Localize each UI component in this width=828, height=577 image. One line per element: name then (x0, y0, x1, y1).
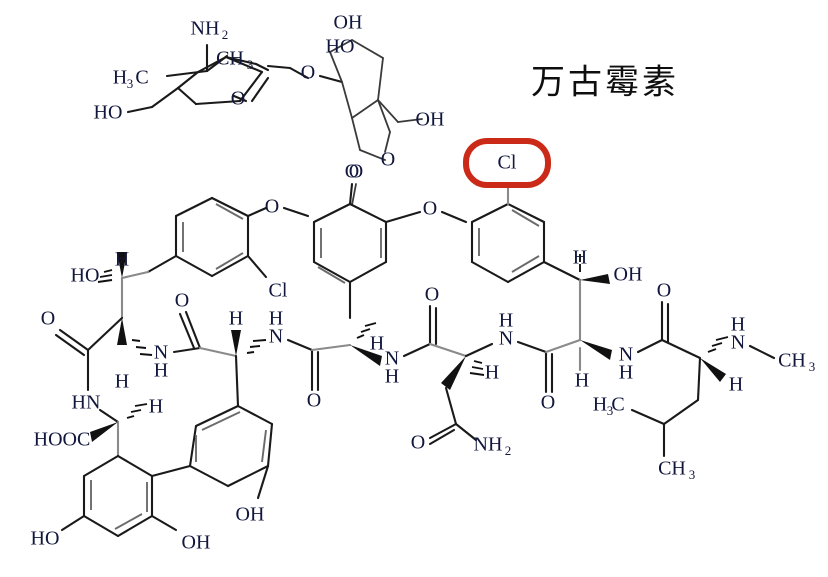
label-h-amide-center-upper: H (269, 308, 283, 330)
wedge-h-leu (700, 358, 726, 382)
label-ether-o-right: O (423, 198, 437, 220)
label-ch3-nmethyl: CH (778, 350, 806, 372)
label-h-mid-left: H (229, 308, 243, 330)
central-ring-group: O O (312, 161, 468, 320)
label-h3c-vancosamine-subscript: 3 (127, 76, 134, 91)
label-hooc: HOOC (34, 429, 91, 451)
label-ch3-vancosamine-subscript: 3 (247, 57, 254, 72)
label-h3c-leu-subscript: 3 (607, 403, 614, 418)
label-h-right-upper: H (573, 247, 587, 269)
wedge-h-mid-left (231, 330, 241, 356)
label-ho-vancosamine: HO (94, 102, 123, 124)
wedge-asn-sidechain (441, 356, 466, 390)
label-glucose-ring-o: O (381, 149, 395, 171)
label-glucose-ch2oh: OH (416, 109, 445, 131)
label-nh2-subscript: 2 (222, 27, 229, 42)
label-oh-biphenyl-left: OH (182, 532, 211, 554)
label-nh2: NH (191, 18, 220, 40)
label-h3c-leu-h: H (593, 394, 607, 416)
label-oh-biphenyl-right: OH (236, 504, 265, 526)
label-oh-right: OH (614, 264, 643, 286)
label-h-amide-left: H (154, 360, 168, 382)
label-chloride-highlighted: Cl (498, 152, 517, 174)
label-ch3-leu-lower: CH (658, 458, 686, 480)
right-stereocenter-group: OH H H N H (573, 247, 643, 392)
label-carbonyl-o-center: O (307, 390, 321, 412)
aryl-ring-left-group: O Cl (146, 196, 310, 302)
biphenyl-ring-left-group: HO OH (31, 454, 211, 554)
label-h3c-vancosamine-carbon: C (135, 67, 148, 89)
asparagine-group: O H O NH 2 (402, 284, 512, 458)
label-ch3-nmethyl-subscript: 3 (809, 359, 816, 374)
label-carbonyl-o-asn-amide: O (411, 432, 425, 454)
label-glucose-oh-top: OH (334, 12, 363, 34)
nmethyl-leucine-group: O H N H CH 3 C H 3 CH 3 (593, 280, 815, 482)
label-h-upper-left: H (115, 249, 129, 271)
label-h-amide-asn: H (385, 366, 399, 388)
central-stereocenter-group: H N H (350, 322, 399, 388)
wedge-oh-right (580, 274, 610, 284)
label-h3c-vancosamine: H (113, 67, 127, 89)
label-h3c-leu: C (611, 394, 624, 416)
label-h-methylamine: H (731, 314, 745, 336)
label-carbonyl-o-leu: O (657, 280, 671, 302)
chloride-highlight-box (463, 138, 551, 188)
label-ether-o-left: O (265, 196, 279, 218)
label-ch3-vancosamine: CH (216, 48, 244, 70)
chloride-highlight-group: Cl (463, 138, 551, 188)
label-glycosidic-o: O (301, 62, 315, 84)
label-h-carboxyl: H (149, 396, 163, 418)
label-carbonyl-o-amide-left: O (175, 290, 189, 312)
label-h-lower-left: H (115, 371, 129, 393)
glycosidic-linkage-group: O (301, 62, 344, 84)
label-nh2-asn: NH (474, 434, 503, 456)
label-nh2-asn-subscript: 2 (505, 443, 512, 458)
label-n-amide-right: N (499, 328, 513, 350)
label-carbonyl-o-right: O (541, 392, 555, 414)
label-glucose-ho: HO (326, 36, 355, 58)
amide-nh-left-group: N H O H (154, 290, 267, 408)
label-h-amide-right-upper: H (499, 310, 513, 332)
label-n-amide-leu: N (619, 344, 633, 366)
label-chloride-left: Cl (269, 280, 288, 302)
aryl-ring-right-group (470, 184, 582, 284)
label-central-ether-o-up: O (345, 161, 359, 183)
carboxyl-stereocenter-group: H HOOC (34, 396, 163, 458)
label-carbonyl-o-asn: O (425, 284, 439, 306)
label-h-leu-alpha: H (729, 374, 743, 396)
label-ring-o-vancosamine: O (231, 88, 245, 110)
label-h-central: H (370, 333, 384, 355)
label-n-amide-left: N (154, 342, 168, 364)
wedge-h-lower-left (117, 318, 127, 345)
amide-nh-right-group: N H O (499, 310, 582, 414)
label-ho-biphenyl-left: HO (31, 528, 60, 550)
label-h-amide-leu: H (619, 362, 633, 384)
glucose-sugar-group: OH HO OH O O (326, 12, 445, 206)
biphenyl-ring-right-group: OH (188, 404, 274, 526)
label-ho-backbone: HO (71, 265, 100, 287)
vancosamine-sugar-group: NH 2 CH 3 H 3 C HO O (94, 18, 310, 124)
label-glucose-anomeric-o: O (349, 161, 363, 183)
label-n-methylamine: N (731, 332, 745, 354)
wedge-h-upper-left (117, 252, 127, 278)
label-ch3-leu-lower-subscript: 3 (689, 467, 696, 482)
label-h-asn: H (485, 362, 499, 384)
label-n-amide-asn: N (385, 348, 399, 370)
wedge-to-n-right (580, 340, 612, 360)
wedge-hooc (90, 422, 118, 442)
backbone-left-group: HO H H O HN (41, 249, 153, 414)
label-hn-left: HN (72, 392, 101, 414)
page-title: 万古霉素 (531, 63, 679, 103)
label-n-amide-center: N (269, 326, 283, 348)
wedge-to-n-central (350, 345, 382, 366)
label-h-right-lower: H (575, 370, 589, 392)
label-carbonyl-o-left: O (41, 308, 55, 330)
amide-nh-center-group: N H O (269, 308, 352, 412)
